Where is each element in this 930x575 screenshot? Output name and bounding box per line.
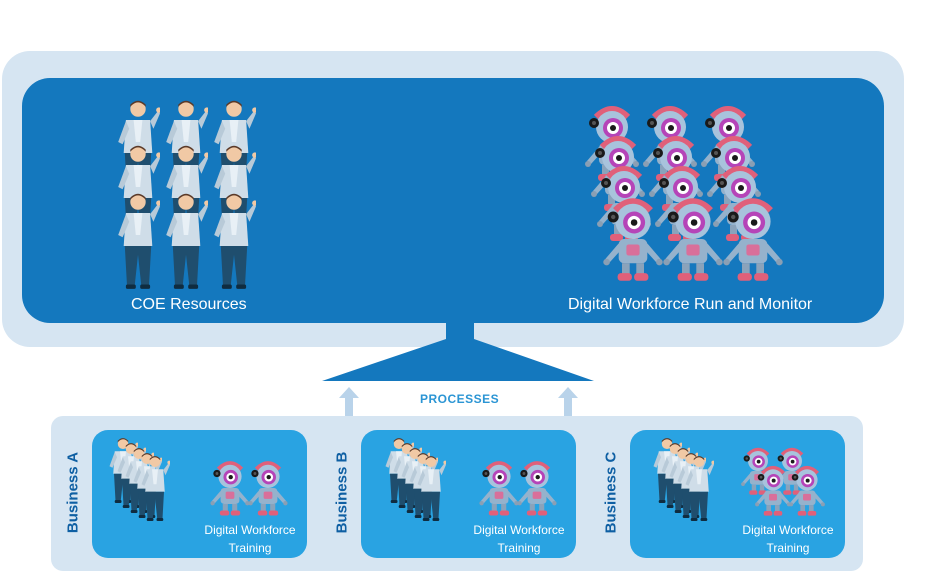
business-c-label: Business C — [602, 451, 620, 534]
robot-icon — [663, 202, 722, 281]
training-line-2: Training — [766, 541, 810, 555]
robot-icon — [479, 463, 518, 515]
processes-label: PROCESSES — [420, 392, 500, 406]
business-a-training-label: Digital Workforce Training — [190, 521, 310, 557]
coe-resources-label: COE Resources — [131, 296, 247, 313]
robot-icon — [723, 202, 782, 281]
training-line-2: Training — [228, 541, 272, 555]
business-a-label: Business A — [64, 451, 82, 534]
business-b-robots — [477, 459, 561, 519]
up-arrow-icon — [558, 387, 578, 417]
up-arrow-icon — [339, 387, 359, 417]
person-icon — [214, 193, 256, 289]
training-line-1: Digital Workforce — [204, 523, 296, 537]
business-b-people — [385, 438, 446, 521]
training-line-2: Training — [497, 541, 541, 555]
robot-icon — [517, 463, 556, 515]
business-a-people — [109, 438, 170, 521]
digital-workforce-run-label: Digital Workforce Run and Monitor — [568, 296, 813, 313]
person-icon — [166, 193, 208, 289]
training-line-1: Digital Workforce — [473, 523, 565, 537]
funnel-connector — [322, 321, 594, 381]
business-c-training-label: Digital Workforce Training — [728, 521, 848, 557]
business-a-robots — [208, 459, 292, 519]
business-c-people — [653, 438, 714, 521]
person-icon — [118, 193, 160, 289]
robot-icon — [248, 463, 287, 515]
business-b-training-label: Digital Workforce Training — [459, 521, 579, 557]
robot-icon — [210, 463, 249, 515]
training-line-1: Digital Workforce — [742, 523, 834, 537]
digital-workforce-robots — [570, 103, 805, 288]
coe-people-group — [118, 100, 256, 289]
robot-icon — [603, 202, 662, 281]
business-c-robots — [739, 447, 827, 517]
business-b-label: Business B — [333, 451, 351, 534]
